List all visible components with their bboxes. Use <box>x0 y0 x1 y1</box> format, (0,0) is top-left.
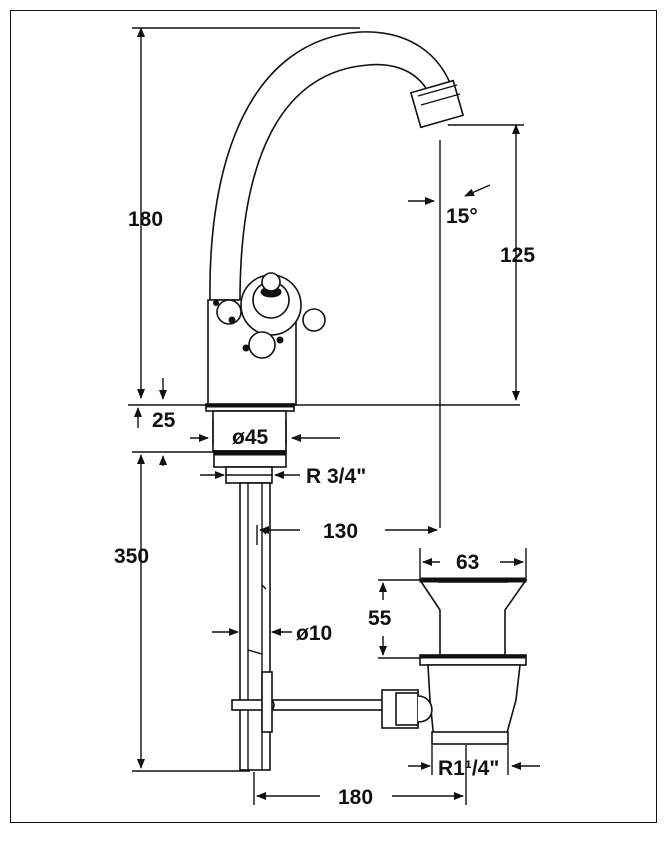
dim-thread-bottom: R1¹/4" <box>438 757 499 780</box>
faucet <box>205 31 465 771</box>
pop-up-drain <box>381 577 528 745</box>
cross-handle <box>213 272 326 359</box>
dim-drain-diameter: 63 <box>456 551 479 574</box>
dim-base-diameter: ø45 <box>232 426 269 449</box>
dim-spout-height: 125 <box>500 244 535 267</box>
spout <box>209 31 454 301</box>
dim-thread-top: R 3/4" <box>306 465 366 488</box>
dim-drain-height: 55 <box>368 607 392 630</box>
dim-rod-diameter: ø10 <box>296 622 332 645</box>
aerator <box>409 79 465 129</box>
dimension-lines <box>128 27 540 805</box>
base-stem <box>212 410 287 452</box>
dim-total-height-upper: 180 <box>128 208 163 231</box>
dim-rod-length: 180 <box>338 786 373 809</box>
drawing-frame <box>10 10 657 823</box>
dim-base-thickness: 25 <box>152 409 176 432</box>
dim-total-height-lower: 350 <box>114 545 149 568</box>
dim-spout-angle: 15° <box>446 205 478 228</box>
dim-spout-reach: 130 <box>323 520 358 543</box>
